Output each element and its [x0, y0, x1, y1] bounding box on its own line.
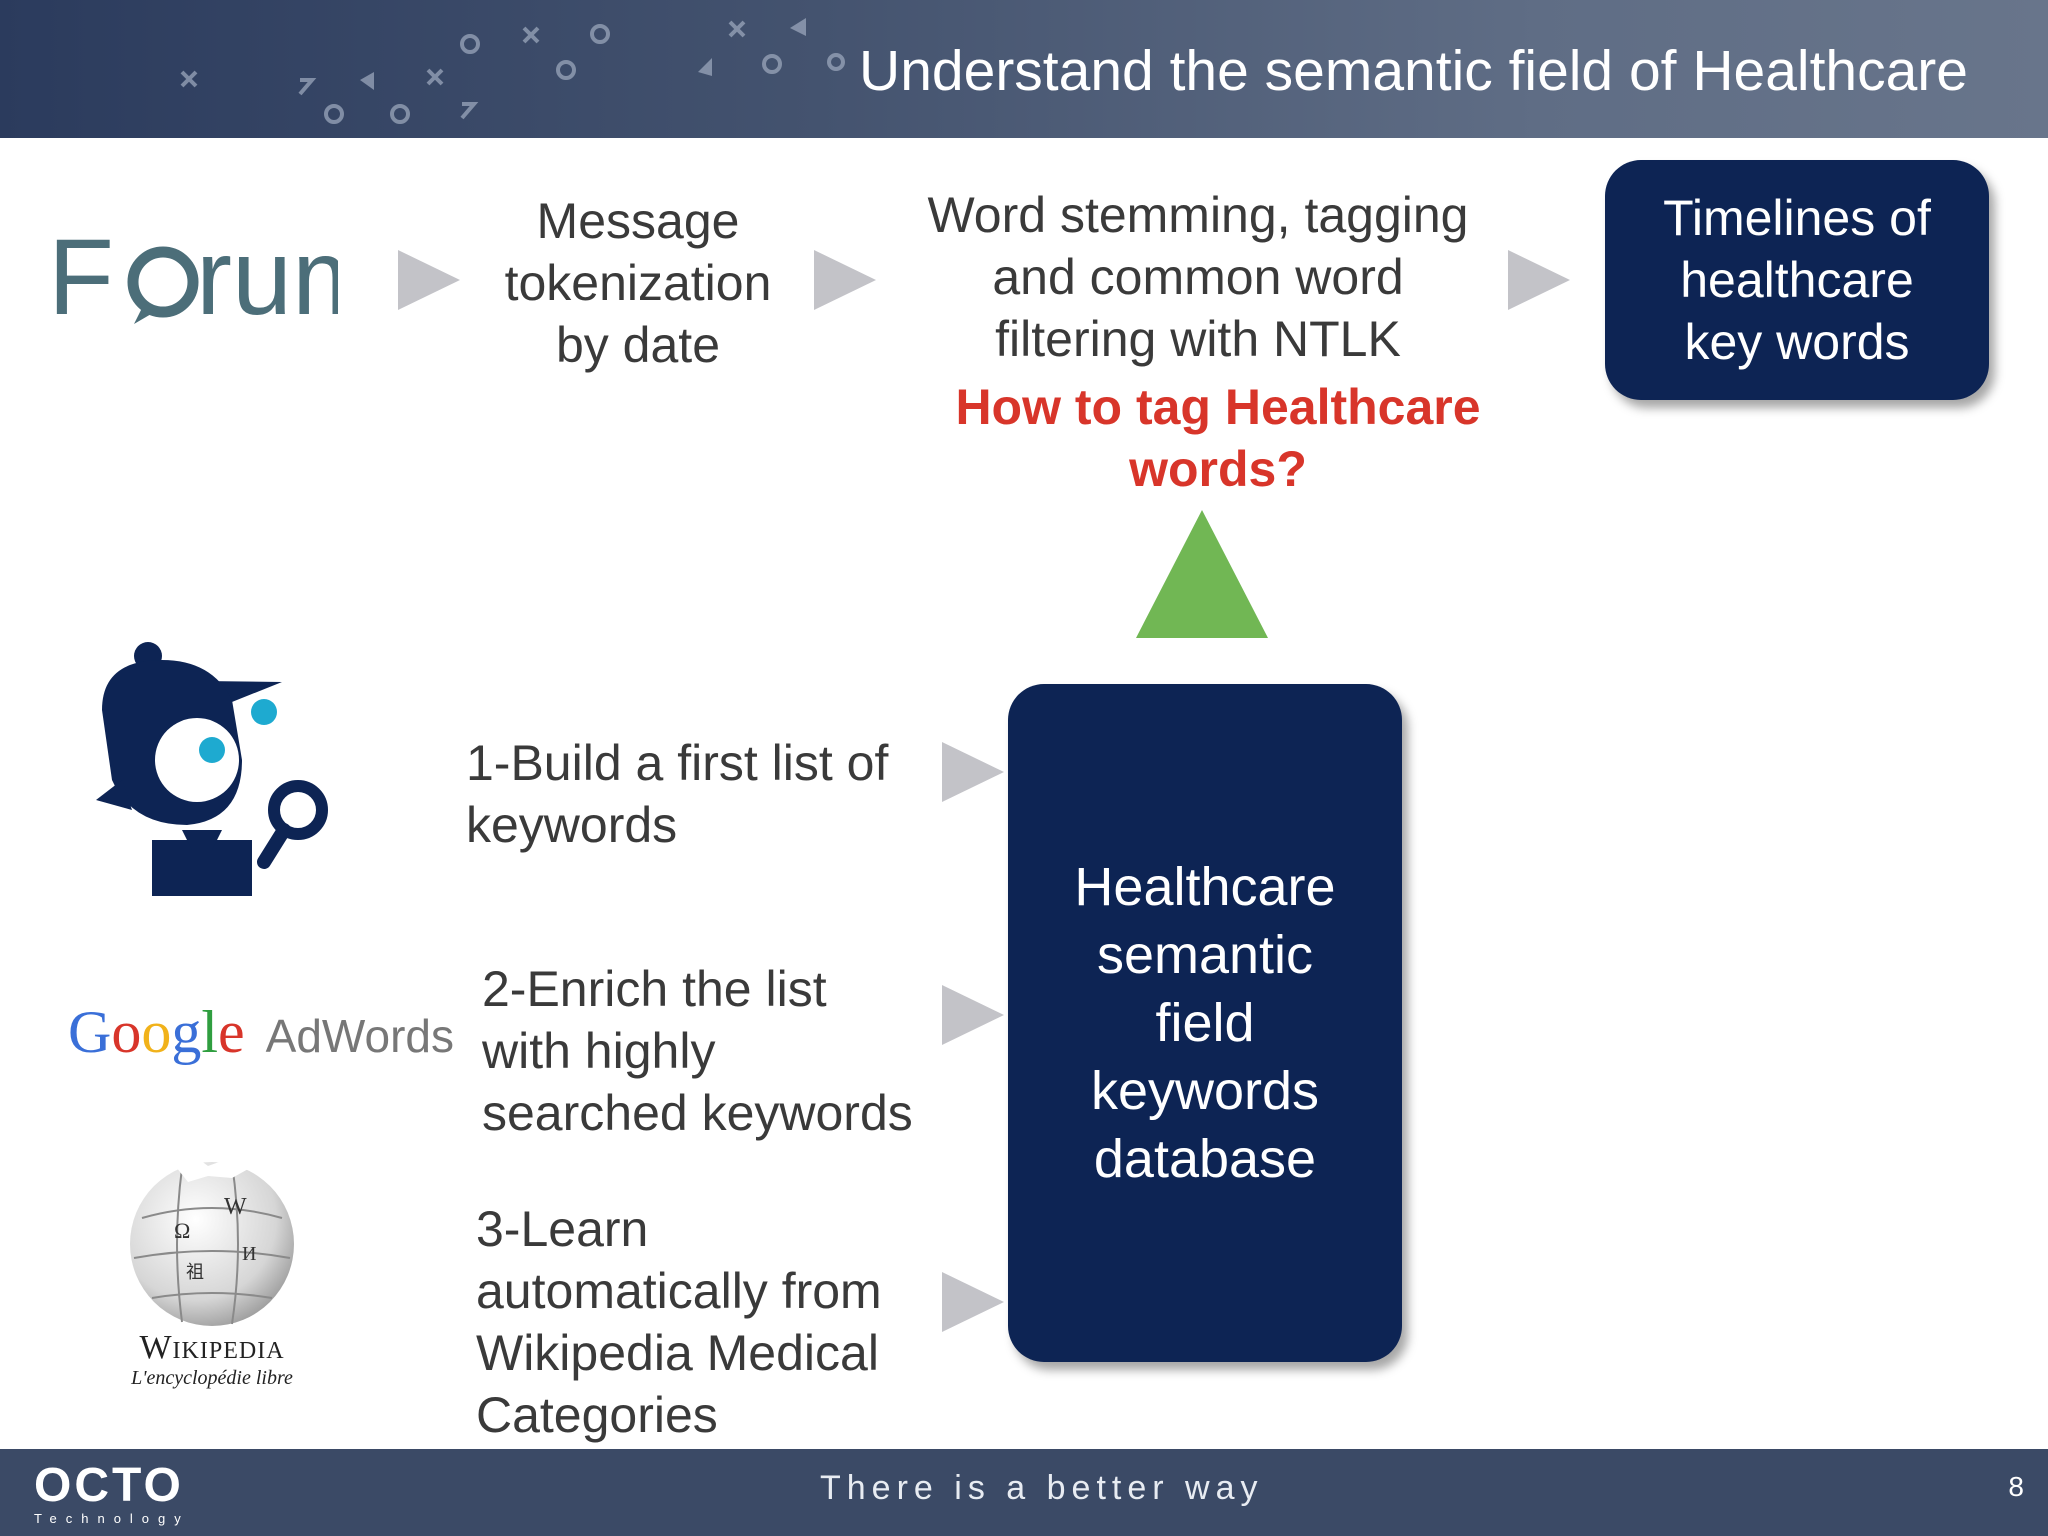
header-band: Understand the semantic field of Healthc… — [0, 0, 2048, 138]
flow-arrow-enrich — [942, 985, 1004, 1045]
google-adwords-logo: Google AdWords — [68, 998, 454, 1067]
flow-arrow-3 — [1508, 250, 1570, 310]
timelines-box: Timelines of healthcare key words — [1605, 160, 1989, 400]
header-decoration-icons — [180, 18, 845, 124]
flow-arrow-learn — [942, 1272, 1004, 1332]
database-box-line: Healthcare — [1074, 857, 1336, 917]
source-build-line: 1-Build a first list of — [466, 735, 889, 791]
up-arrow-icon — [1136, 510, 1268, 638]
source-enrich-text: 2-Enrich the list with highly searched k… — [482, 958, 952, 1144]
source-enrich-line: 2-Enrich the list — [482, 961, 827, 1017]
wikipedia-globe-icon: Ω W И 祖 — [130, 1154, 294, 1326]
adwords-logo-text: AdWords — [265, 1010, 454, 1062]
forum-logo-text: F — [48, 222, 114, 332]
step-stemming-line: and common word — [992, 249, 1404, 305]
flow-arrow-2 — [814, 250, 876, 310]
timelines-box-line: healthcare — [1680, 252, 1914, 308]
page-title: Understand the semantic field of Healthc… — [859, 39, 1968, 103]
octo-logo: OCTO Technology — [34, 1459, 190, 1527]
step-tokenization-line: tokenization — [504, 255, 772, 311]
database-box-line: field — [1155, 993, 1255, 1053]
svg-text:rum: rum — [196, 222, 338, 332]
source-build-text: 1-Build a first list of keywords — [466, 732, 946, 856]
source-learn-line: Wikipedia Medical — [476, 1325, 879, 1381]
octo-logo-text: OCTO — [34, 1459, 184, 1512]
wikipedia-logo-name: Wikipedia — [139, 1329, 285, 1366]
database-box-line: semantic — [1096, 925, 1314, 985]
forum-logo: F rum — [48, 216, 382, 337]
flow-arrow-build — [942, 742, 1004, 802]
svg-text:W: W — [224, 1194, 247, 1220]
source-enrich-line: searched keywords — [482, 1085, 913, 1141]
flow-arrow-1 — [398, 250, 460, 310]
svg-text:И: И — [242, 1243, 256, 1265]
database-box: Healthcare semantic field keywords datab… — [1008, 684, 1402, 1362]
footer-tagline: There is a better way — [820, 1469, 1264, 1507]
footer-band: OCTO Technology There is a better way 8 — [0, 1449, 2048, 1536]
detective-mascot-logo — [92, 640, 342, 915]
timelines-box-line: Timelines of — [1663, 190, 1931, 246]
database-box-line: keywords — [1090, 1061, 1320, 1121]
tagging-question: How to tag Healthcare words? — [918, 376, 1518, 500]
svg-text:Ω: Ω — [174, 1218, 190, 1243]
wikipedia-logo: Ω W И 祖 Wikipedia L'encyclopédie libre — [112, 1148, 312, 1390]
source-learn-line: Categories — [476, 1387, 718, 1443]
svg-text:祖: 祖 — [186, 1262, 204, 1282]
source-learn-text: 3-Learn automatically from Wikipedia Med… — [476, 1198, 946, 1446]
google-logo-text: Google — [68, 999, 245, 1065]
source-build-line: keywords — [466, 797, 678, 853]
source-learn-line: 3-Learn — [476, 1201, 649, 1257]
page-number: 8 — [2008, 1471, 2024, 1502]
step-stemming-line: Word stemming, tagging — [927, 187, 1469, 243]
step-tokenization-line: by date — [555, 317, 720, 373]
step-stemming-line: filtering with NTLK — [995, 311, 1401, 367]
tagging-question-line: words? — [1129, 441, 1307, 497]
step-tokenization: Message tokenization by date — [478, 190, 798, 376]
step-tokenization-line: Message — [536, 193, 740, 249]
source-learn-line: automatically from — [476, 1263, 882, 1319]
timelines-box-line: key words — [1684, 314, 1910, 370]
step-stemming: Word stemming, tagging and common word f… — [898, 184, 1498, 370]
database-box-line: database — [1093, 1129, 1317, 1189]
tagging-question-line: How to tag Healthcare — [955, 379, 1481, 435]
source-enrich-line: with highly — [482, 1023, 716, 1079]
wikipedia-logo-subtitle: L'encyclopédie libre — [131, 1367, 293, 1389]
octo-logo-subtitle: Technology — [34, 1511, 190, 1526]
